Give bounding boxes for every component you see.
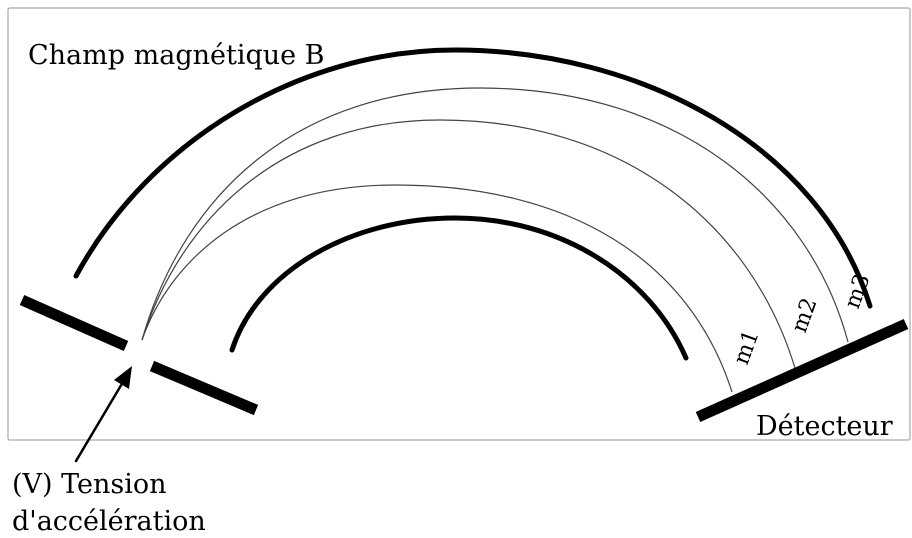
trajectory-m2	[141, 119, 796, 369]
inner-magnet-pole	[229, 215, 689, 361]
entrance-plate-right	[149, 360, 259, 416]
magnetic-field-region	[7, 7, 911, 441]
voltage-arrow	[74, 380, 125, 463]
entrance-plate-left	[19, 294, 129, 352]
trajectory-m3	[141, 87, 849, 343]
outer-magnet-pole	[73, 47, 873, 309]
voltage-arrow-head	[114, 366, 132, 389]
field-label: Champ magnétique B	[28, 40, 325, 71]
detector-label: Détecteur	[756, 411, 893, 442]
voltage-label-line2: d'accélération	[12, 506, 206, 537]
detector-plate	[695, 318, 909, 423]
voltage-label-line1: (V) Tension	[12, 469, 167, 500]
trajectory-m1	[141, 184, 733, 393]
